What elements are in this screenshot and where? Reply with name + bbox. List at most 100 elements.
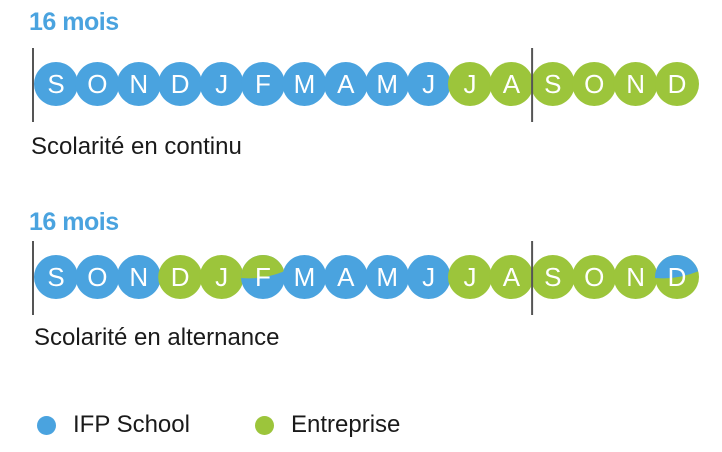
month-1-7: A [323,255,368,299]
month-circle [572,62,617,106]
month-0-12: S [530,62,575,106]
month-1-14: N [613,255,658,299]
month-0-11: A [489,62,534,106]
month-letter: M [376,262,398,292]
month-0-8: M [365,62,410,106]
month-letter: O [584,262,604,292]
month-1-12: S [530,255,575,299]
month-0-2: N [116,62,161,106]
month-letter: A [503,69,521,99]
month-letter: N [129,262,148,292]
month-circle [365,62,410,106]
month-circle [241,62,285,106]
month-0-14: N [613,62,658,106]
month-letter: S [544,262,561,292]
legend-dot-company [255,415,274,435]
month-letter: N [129,69,148,99]
month-letter: A [337,262,355,292]
month-1-11: A [489,255,534,299]
month-0-7: A [323,62,368,106]
month-1-8: M [365,255,410,299]
month-letter: O [87,262,107,292]
caption-continu: Scolarité en continu [31,133,242,160]
month-circle [116,255,161,299]
month-letter: N [626,69,645,99]
month-circle [282,62,327,106]
month-1-0: S [34,255,78,299]
month-0-4: J [199,62,244,106]
month-letter: O [87,69,107,99]
month-1-3: D [158,255,203,299]
month-letter: M [376,69,398,99]
month-circle [158,62,203,106]
month-circle [199,62,244,106]
month-1-9: J [406,255,451,299]
month-0-0: S [34,62,78,106]
month-0-1: O [75,62,120,106]
month-letter: M [294,69,316,99]
month-circle [406,255,451,299]
month-0-10: J [448,62,492,106]
legend-label-company: Entreprise [291,411,401,438]
duration-label-alternance: 16 mois [29,208,119,236]
month-letter: A [337,69,355,99]
month-1-1: O [75,255,120,299]
month-0-13: O [572,62,617,106]
month-1-4: J [199,255,244,299]
month-1-6: M [282,255,327,299]
month-letter: F [255,262,271,292]
month-1-2: N [116,255,161,299]
month-0-3: D [158,62,203,106]
month-letter: D [668,69,687,99]
caption-alternance: Scolarité en alternance [34,324,280,351]
legend-label-school: IFP School [73,411,190,438]
month-letter: O [584,69,604,99]
month-circle [116,62,161,106]
month-letter: J [464,69,477,99]
month-letter: D [171,69,190,99]
month-circle [655,62,699,106]
month-1-15: D [655,255,699,299]
month-circle [158,255,203,299]
month-circle [530,255,575,299]
month-letter: S [47,69,64,99]
month-circle [323,62,368,106]
month-letter: A [503,262,521,292]
month-letter: D [668,262,687,292]
month-circle [489,255,534,299]
month-letter: M [294,262,316,292]
month-circle [365,255,410,299]
month-circle [323,255,368,299]
month-letter: J [215,262,228,292]
month-circle [282,255,327,299]
month-letter: S [544,69,561,99]
month-letter: F [255,69,271,99]
month-letter: N [626,262,645,292]
month-0-9: J [406,62,451,106]
month-0-15: D [655,62,699,106]
legend-item-school: IFP School [37,407,190,443]
month-1-10: J [448,255,492,299]
month-circle [613,255,658,299]
month-circle [448,255,492,299]
month-circle [406,62,451,106]
month-circle [75,255,120,299]
month-circle-top [655,255,699,279]
month-letter: D [171,262,190,292]
month-circle [572,255,617,299]
month-circle [75,62,120,106]
month-circle [530,62,575,106]
month-circle [34,62,78,106]
month-letter: J [215,69,228,99]
month-circle [489,62,534,106]
month-circle [448,62,492,106]
month-letter: J [464,262,477,292]
month-letter: J [422,262,435,292]
month-circle-top [241,255,285,279]
month-0-5: F [241,62,285,106]
legend-dot-school [37,415,56,435]
month-letter: J [422,69,435,99]
month-1-13: O [572,255,617,299]
